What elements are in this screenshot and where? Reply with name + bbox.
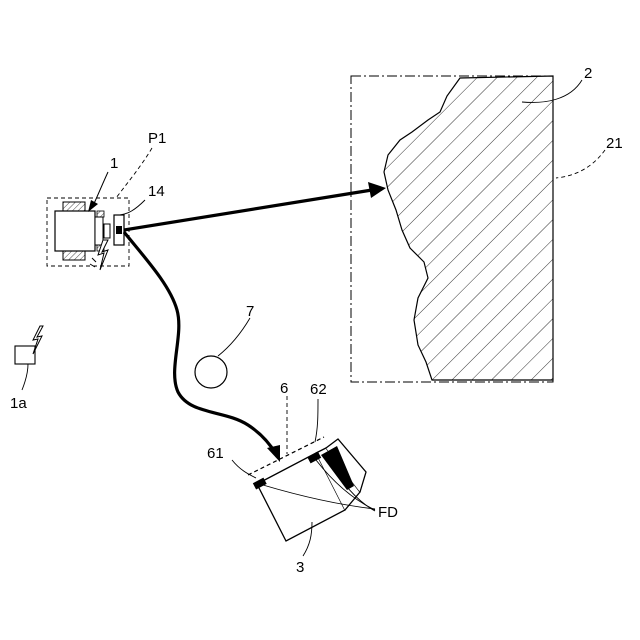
leader-1-arrowhead [88,200,98,212]
label-1a: 1a [10,395,27,412]
object-2-hatched [384,76,553,380]
signal-path-arrowhead [267,445,280,462]
label-fd: FD [378,504,398,521]
leader-p1 [116,148,152,198]
label-6: 6 [280,380,288,397]
device-1a-icon [15,326,43,364]
projection-arrowhead [368,182,386,198]
label-21: 21 [606,135,623,152]
circle-7 [195,356,227,388]
label-7: 7 [246,303,254,320]
label-3: 3 [296,559,304,576]
leader-62 [315,399,318,442]
label-p1: P1 [148,130,166,147]
label-1: 1 [110,155,118,172]
leader-21 [556,150,605,178]
leader-61 [232,460,256,478]
leader-7 [218,318,250,356]
label-62: 62 [310,381,327,398]
leader-1a [22,364,28,390]
label-14: 14 [148,183,165,200]
signal-path-curve [124,232,276,454]
label-2: 2 [584,65,592,82]
leader-14 [120,200,145,215]
label-61: 61 [207,445,224,462]
camera-unit-icon [253,439,366,541]
